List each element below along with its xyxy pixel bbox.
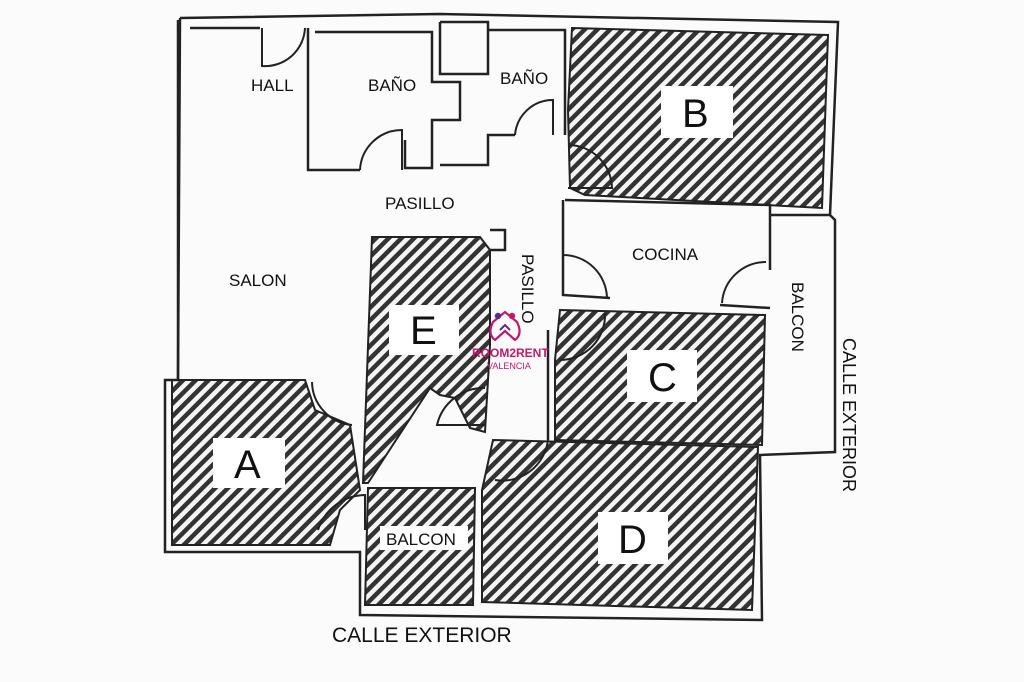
- door-balcon: [317, 493, 366, 531]
- room-d-box: [598, 512, 668, 564]
- door-bano1: [359, 128, 403, 171]
- room-b-box: [661, 86, 733, 138]
- door-kitchen-balcon: [721, 260, 767, 304]
- door-entry: [261, 27, 306, 68]
- logo-city: VALENCIA: [487, 361, 531, 371]
- room-b-letter: B: [682, 92, 709, 136]
- inner-wall-kitchen: [564, 198, 772, 270]
- logo-name: ROOM2RENT: [472, 346, 549, 360]
- label-balcon-bottom: BALCON: [386, 530, 456, 549]
- room-a-box: [213, 438, 285, 488]
- doors: [261, 27, 767, 531]
- outer-wall: [163, 12, 840, 622]
- door-b: [567, 144, 614, 189]
- label-bano-2: BAÑO: [500, 69, 548, 88]
- room2rent-logo: ROOM2RENT VALENCIA: [472, 310, 549, 371]
- room-labels: HALL BAÑO BAÑO PASILLO PASILLO SALON COC…: [229, 69, 859, 647]
- door-kitchen: [562, 254, 608, 299]
- room-d-letter: D: [618, 518, 647, 562]
- label-pasillo-vertical: PASILLO: [518, 254, 537, 324]
- room-e-letter: E: [410, 309, 437, 353]
- room-e-box: [389, 305, 459, 355]
- logo-mark-icon: [489, 310, 521, 342]
- door-a: [311, 381, 353, 426]
- inner-wall-bano2b: [488, 28, 567, 135]
- inner-wall-kitchen-b: [561, 200, 611, 300]
- room-c-box: [627, 350, 697, 402]
- inner-wall-kitchen-c: [719, 303, 771, 310]
- room-c-letter: C: [648, 356, 677, 400]
- label-salon: SALON: [229, 271, 287, 290]
- inner-wall-bano2: [438, 20, 490, 76]
- label-balcon-right: BALCON: [788, 282, 807, 352]
- label-hall: HALL: [251, 76, 294, 95]
- room-a-letter: A: [234, 443, 261, 487]
- label-calle-bottom: CALLE EXTERIOR: [332, 624, 512, 647]
- inner-wall-bano1: [315, 30, 462, 170]
- label-cocina: COCINA: [632, 245, 699, 264]
- door-e: [435, 386, 486, 426]
- inner-wall-corridor: [490, 228, 507, 252]
- room-e-area: [361, 236, 491, 484]
- label-calle-right: CALLE EXTERIOR: [839, 338, 859, 492]
- label-pasillo-horizontal: PASILLO: [385, 194, 455, 213]
- inner-wall-bano2c: [440, 133, 515, 167]
- inner-wall-hall: [306, 28, 360, 172]
- door-bano2: [514, 98, 554, 136]
- room-letters: B E C A D BALCON: [213, 86, 733, 564]
- balcon-bottom-box: [380, 526, 468, 550]
- door-c: [559, 312, 607, 362]
- label-bano-1: BAÑO: [368, 76, 416, 95]
- door-d: [494, 439, 549, 482]
- walls: [163, 12, 840, 622]
